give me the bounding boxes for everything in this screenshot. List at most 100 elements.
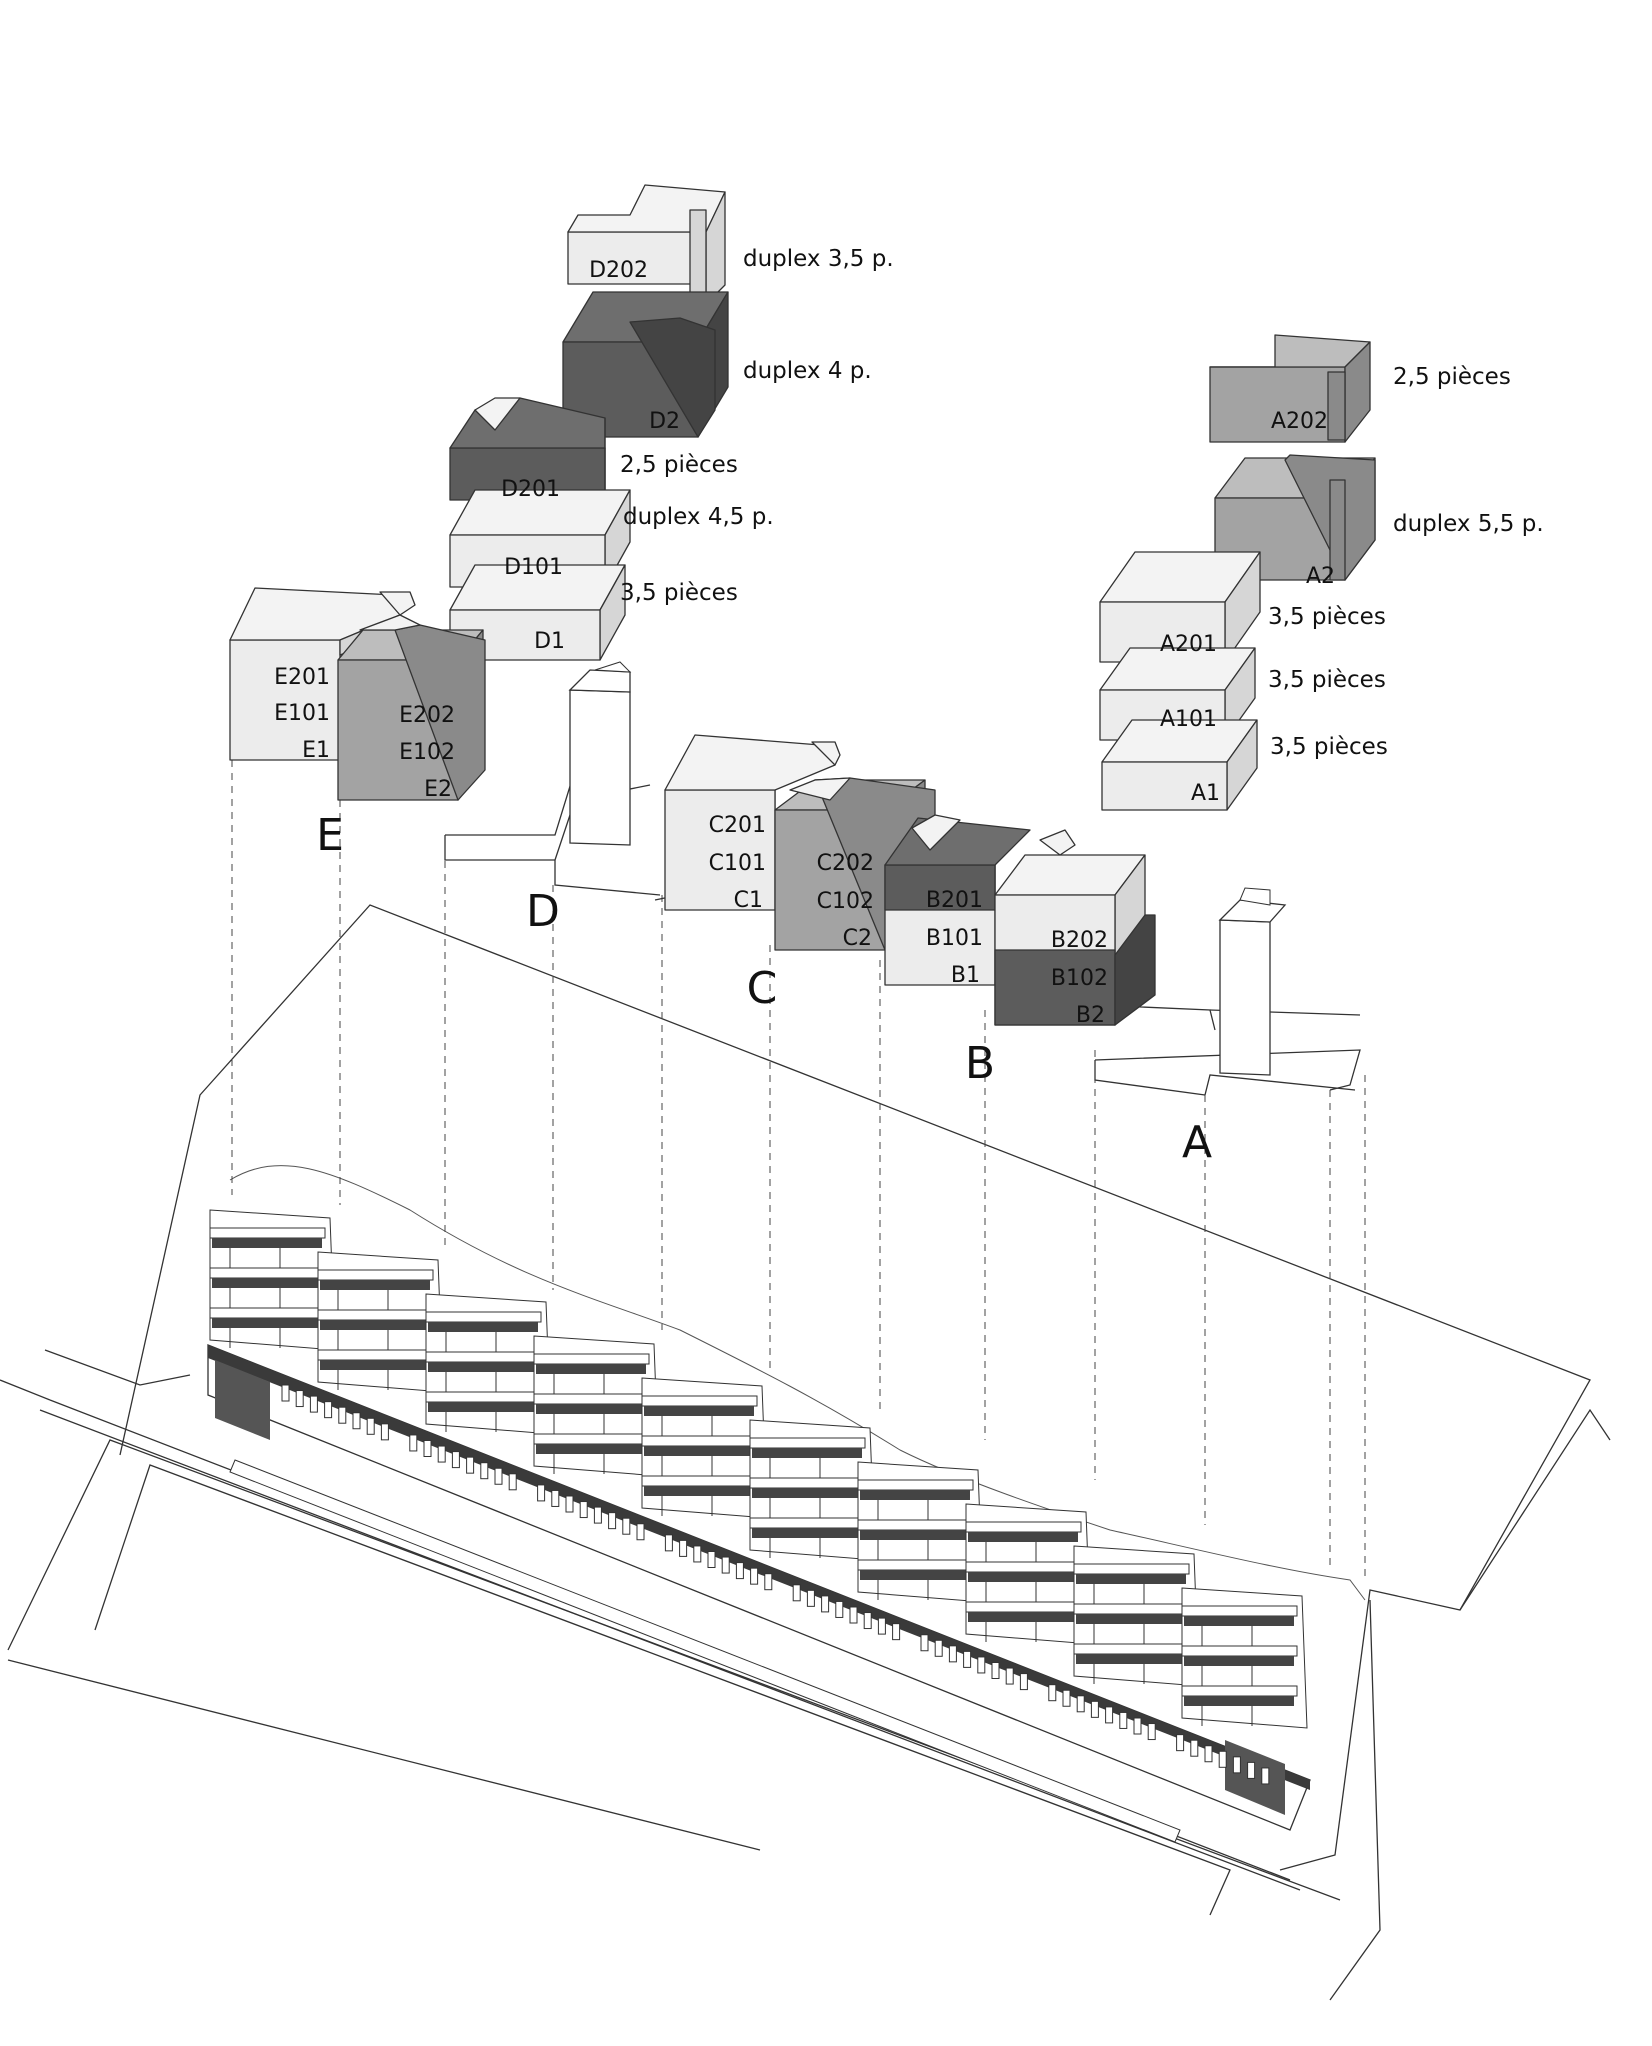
facade-window <box>423 1440 432 1457</box>
terrace-module <box>857 1461 984 1603</box>
facade-window <box>721 1556 730 1574</box>
facade-window <box>1218 1750 1227 1768</box>
facade-window <box>707 1551 716 1568</box>
facade-window <box>1062 1689 1071 1707</box>
facade-window <box>1048 1684 1057 1702</box>
block-label-A: A <box>1182 1117 1212 1168</box>
volume-C-step <box>789 777 851 801</box>
unit-label-B102: B102 <box>1051 966 1108 991</box>
facade-window <box>849 1606 858 1624</box>
terrace-module <box>965 1503 1092 1645</box>
facade-window <box>593 1506 602 1524</box>
volume-A1 <box>1101 719 1258 811</box>
volume-A202-notch <box>1327 371 1346 441</box>
facade-window <box>1247 1761 1256 1779</box>
facade-window <box>480 1462 489 1480</box>
facade-window <box>750 1567 759 1585</box>
facade-window <box>565 1495 574 1513</box>
block-label-D: D <box>526 886 560 937</box>
facade-window <box>508 1473 517 1491</box>
block-label-E: E <box>316 810 344 861</box>
facade-window <box>664 1534 673 1552</box>
facade-window <box>608 1512 617 1530</box>
terrace-module <box>1181 1587 1308 1729</box>
block-letters: A B C D E <box>316 810 1212 1168</box>
terrace-module <box>425 1293 552 1435</box>
type-label-D202: duplex 3,5 p. <box>743 246 894 272</box>
facade-window <box>934 1639 943 1657</box>
unit-label-E101: E101 <box>274 701 330 726</box>
facade-window <box>735 1562 744 1580</box>
volume-B-chimney <box>1039 829 1076 856</box>
volume-D202-notch <box>689 209 707 301</box>
volume-A1-front <box>1101 761 1228 811</box>
unit-labels: D202 D2 D201 D101 D1 A202 A2 A201 A101 A… <box>274 258 1335 1028</box>
volume-E-chimney <box>379 591 416 616</box>
unit-label-A1: A1 <box>1191 781 1220 806</box>
unit-label-D2: D2 <box>649 409 680 434</box>
facade-window <box>1232 1756 1241 1774</box>
unit-label-C202: C202 <box>817 851 874 876</box>
volume-D201-step <box>474 397 521 431</box>
facade-window <box>366 1417 375 1435</box>
facade-window <box>551 1489 560 1507</box>
facade-window <box>281 1384 290 1402</box>
unit-label-A2: A2 <box>1306 564 1335 589</box>
volume-E-step <box>359 614 421 631</box>
facade-window <box>1176 1734 1185 1752</box>
unit-label-C201: C201 <box>709 813 766 838</box>
main-building <box>207 1209 1311 1843</box>
facade-window <box>579 1501 588 1519</box>
facade-window <box>1019 1673 1028 1691</box>
type-label-D1: 3,5 pièces <box>620 580 738 606</box>
facade-window <box>877 1617 886 1635</box>
facade-window <box>963 1650 972 1668</box>
facade-window <box>1133 1717 1142 1735</box>
facade-window <box>948 1645 957 1663</box>
volume-A2-notch <box>1329 479 1346 581</box>
facade-window <box>295 1390 304 1408</box>
facade-window <box>693 1545 702 1563</box>
unit-label-E1: E1 <box>302 738 330 763</box>
unit-label-E202: E202 <box>399 703 455 728</box>
unit-label-C101: C101 <box>709 851 766 876</box>
facade-window <box>352 1412 361 1430</box>
facade-window <box>1005 1667 1014 1685</box>
unit-label-C2: C2 <box>843 926 872 951</box>
facade-window <box>622 1517 631 1535</box>
unit-label-D1: D1 <box>534 629 565 654</box>
unit-label-E102: E102 <box>399 740 455 765</box>
facade-window <box>636 1523 645 1541</box>
unit-label-E2: E2 <box>424 777 452 802</box>
facade-window <box>451 1451 460 1469</box>
volume-A202-top <box>1209 334 1371 368</box>
type-label-A202: 2,5 pièces <box>1393 364 1511 390</box>
stair-cores <box>568 661 1287 1076</box>
terrace-module <box>641 1377 768 1519</box>
unit-volumes <box>229 184 1376 1026</box>
type-label-D101: duplex 4,5 p. <box>623 504 774 530</box>
facade-window <box>494 1467 503 1485</box>
unit-label-D202: D202 <box>589 258 648 283</box>
type-label-D2: duplex 4 p. <box>743 358 872 384</box>
volume-A201 <box>1099 551 1261 663</box>
facade-window <box>324 1401 333 1419</box>
facade-window <box>977 1656 986 1674</box>
type-label-A101: 3,5 pièces <box>1268 667 1386 693</box>
facade-window <box>821 1595 830 1613</box>
facade-window <box>309 1395 318 1413</box>
facade-window <box>1204 1745 1213 1763</box>
facade-window <box>792 1584 801 1602</box>
terrace-module <box>209 1209 336 1351</box>
volume-D1 <box>449 564 626 661</box>
facade-window <box>1190 1739 1199 1757</box>
unit-label-B1: B1 <box>951 963 980 988</box>
terrace-module <box>317 1251 444 1393</box>
facade-window <box>338 1406 347 1424</box>
facade-window <box>437 1445 446 1463</box>
type-label-A2: duplex 5,5 p. <box>1393 511 1544 537</box>
facade-window <box>1090 1700 1099 1718</box>
facade-window <box>1147 1723 1156 1741</box>
facade-window <box>679 1539 688 1557</box>
facade-window <box>1261 1767 1270 1785</box>
